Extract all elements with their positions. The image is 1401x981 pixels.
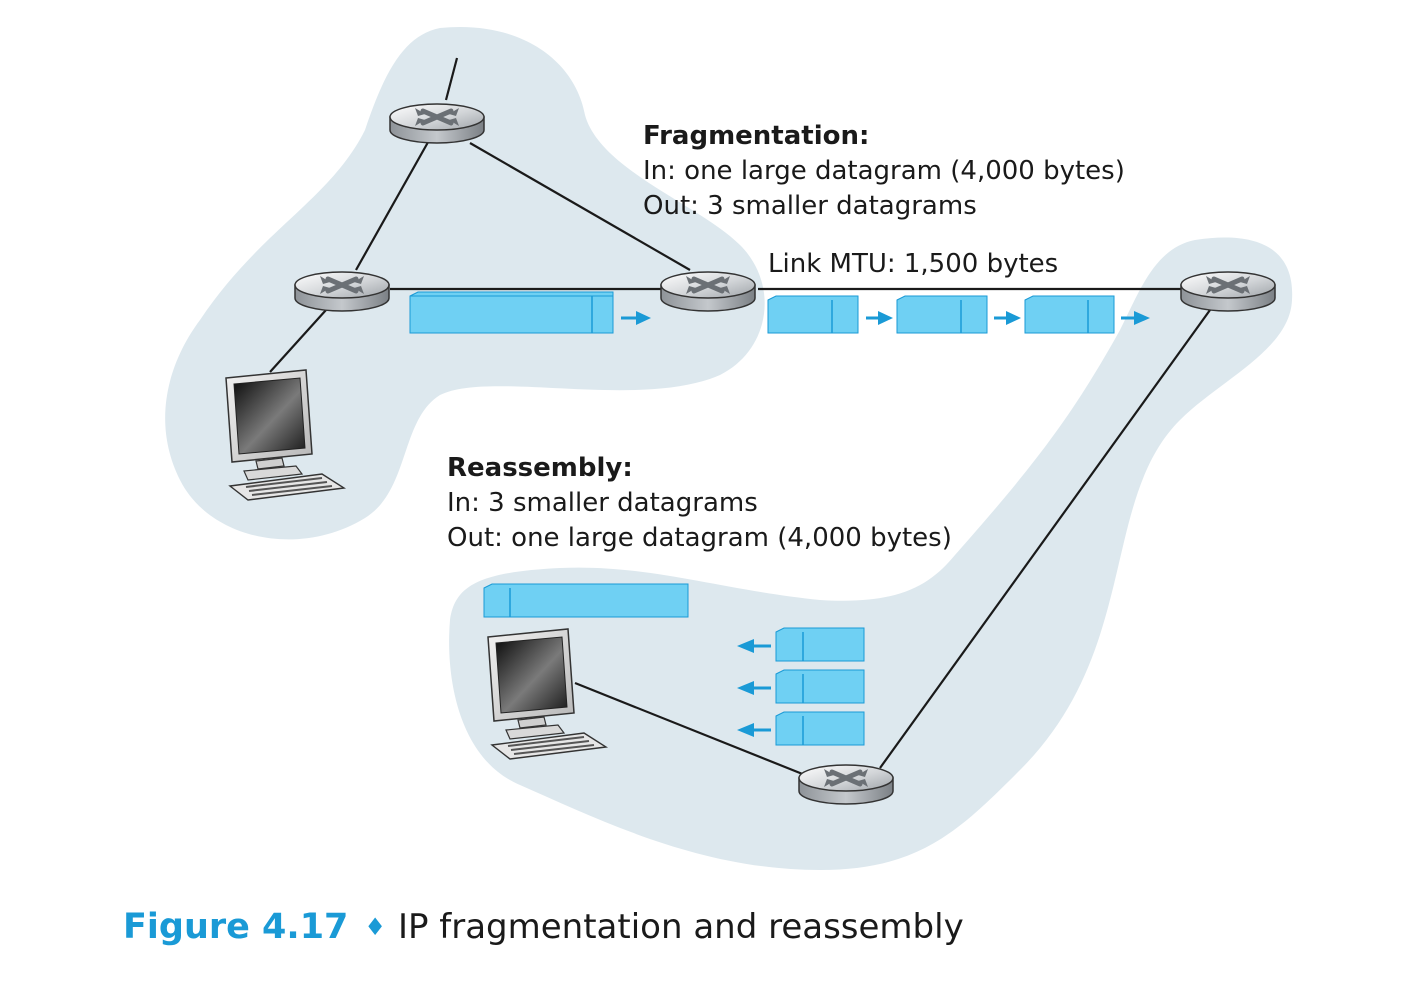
arrow-icon xyxy=(737,639,771,653)
router-icon xyxy=(295,272,389,311)
arrow-icon xyxy=(866,311,893,325)
arrow-icon xyxy=(994,311,1021,325)
arrow-icon xyxy=(621,311,651,325)
incoming-fragment xyxy=(775,669,865,704)
incoming-fragment xyxy=(775,711,865,746)
router-icon xyxy=(661,272,755,311)
link-mtu-label: Link MTU: 1,500 bytes xyxy=(768,249,1059,279)
datagram-icon xyxy=(409,291,614,334)
router-icon xyxy=(390,104,484,143)
reassembly-label: Reassembly: In: 3 smaller datagrams Out:… xyxy=(447,451,952,556)
arrow-icon xyxy=(737,723,771,737)
incoming-fragment xyxy=(775,627,865,662)
arrow-icon xyxy=(737,681,771,695)
network-region-top xyxy=(165,26,765,540)
figure-number: Figure 4.17 xyxy=(123,907,349,947)
fragment-datagram xyxy=(1024,295,1115,334)
reassembly-in: In: 3 smaller datagrams xyxy=(447,488,758,518)
caption-separator: ♦ xyxy=(364,913,386,941)
fragmentation-out: Out: 3 smaller datagrams xyxy=(643,191,977,221)
reassembled-datagram xyxy=(483,583,689,618)
reassembly-heading: Reassembly: xyxy=(447,453,633,483)
fragment-datagram xyxy=(896,295,988,334)
router-icon xyxy=(1181,272,1275,311)
fragmentation-label: Fragmentation: In: one large datagram (4… xyxy=(643,119,1125,224)
fragmentation-heading: Fragmentation: xyxy=(643,121,870,151)
figure-title: IP fragmentation and reassembly xyxy=(397,907,964,947)
reassembly-out: Out: one large datagram (4,000 bytes) xyxy=(447,523,952,553)
fragmentation-in: In: one large datagram (4,000 bytes) xyxy=(643,156,1125,186)
router-icon xyxy=(799,765,893,804)
fragment-datagram xyxy=(767,295,859,334)
network-region-bottom xyxy=(449,237,1293,870)
arrow-icon xyxy=(1121,311,1150,325)
network-links xyxy=(269,57,1211,779)
figure-caption: Figure 4.17 ♦ IP fragmentation and reassem… xyxy=(123,905,964,955)
